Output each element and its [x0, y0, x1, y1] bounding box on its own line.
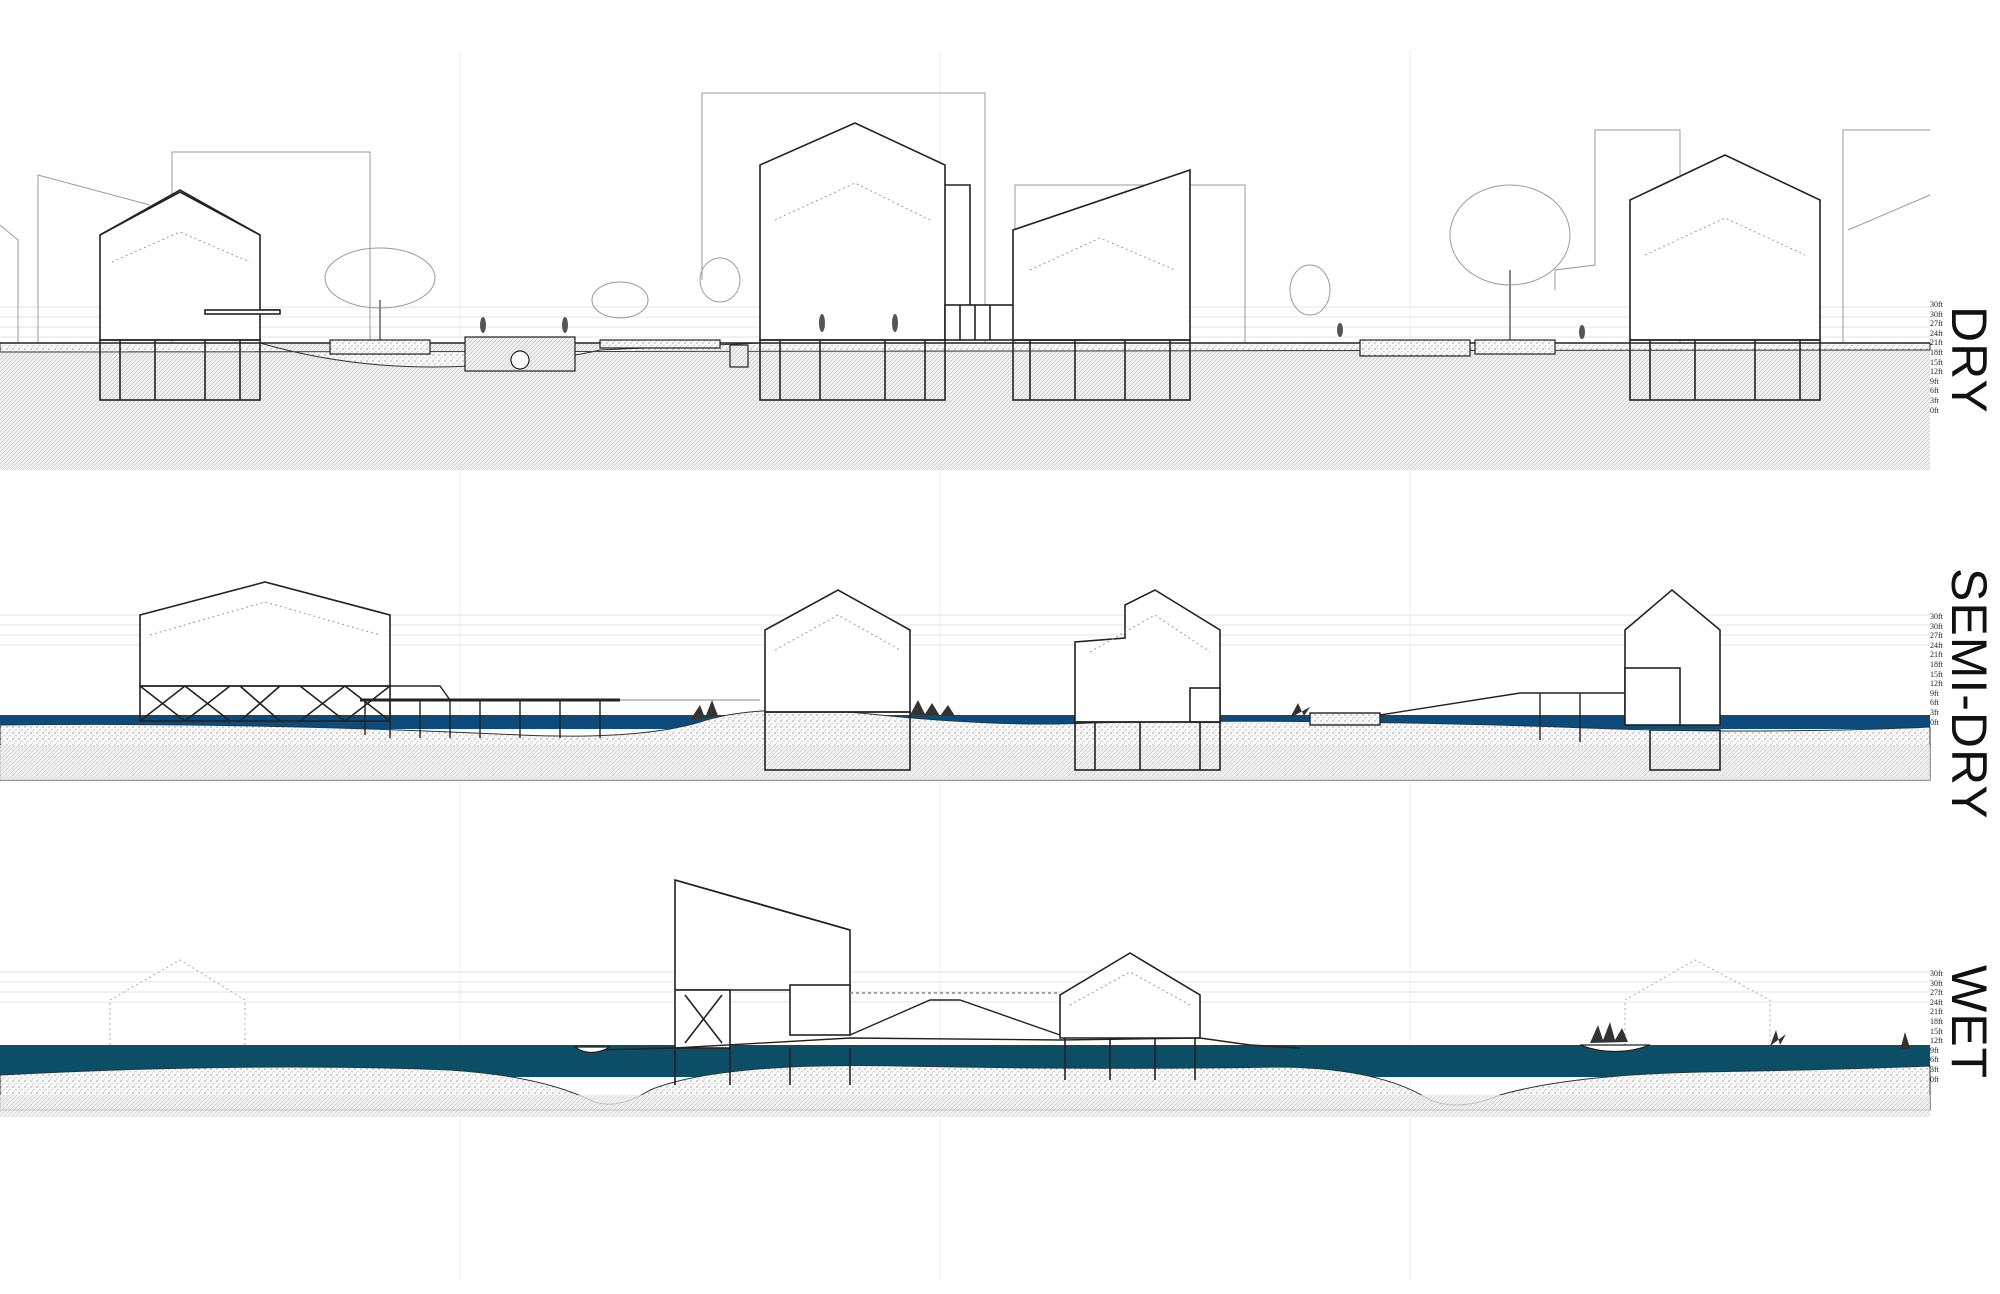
- scale-tick: 30ft: [1930, 621, 1943, 631]
- scale-tick: 30ft: [1930, 309, 1943, 319]
- wet-ghost-houses: [109, 959, 1771, 1045]
- scale-tick: 15ft: [1930, 1026, 1943, 1036]
- scale-tick: 21ft: [1930, 338, 1943, 348]
- scale-tick: 0ft: [1930, 405, 1939, 415]
- dry-landscape: [329, 336, 1556, 372]
- scale-tick: 15ft: [1930, 357, 1943, 367]
- wet-house-1: [674, 878, 851, 1085]
- dry-ground: [0, 343, 1930, 470]
- scale-tick: 12ft: [1930, 367, 1943, 377]
- scale-tick: 12ft: [1930, 1036, 1943, 1046]
- scale-tick: 6ft: [1930, 1055, 1939, 1065]
- scale-tick: 30ft: [1930, 969, 1943, 978]
- wet-walkway: [594, 992, 1301, 1051]
- scale-tick: 3ft: [1930, 707, 1939, 717]
- semi-dry-grasses: [690, 700, 1310, 720]
- scale-tick: 6ft: [1930, 386, 1939, 396]
- semi-dry-boardwalk: [360, 685, 760, 738]
- dry-house-3: [1012, 168, 1191, 401]
- scale-tick: 9ft: [1930, 688, 1939, 698]
- scale-tick: 18ft: [1930, 1016, 1943, 1026]
- scale-tick: 12ft: [1930, 679, 1943, 689]
- wet-scale: 30ft 30ft 27ft 24ft 21ft 18ft 15ft 12ft …: [1930, 969, 1943, 1084]
- scale-tick: 24ft: [1930, 640, 1943, 650]
- scale-tick: 30ft: [1930, 978, 1943, 988]
- section-title-semi-dry: SEMI-DRY: [1941, 568, 1997, 820]
- scale-tick: 3ft: [1930, 395, 1939, 405]
- scale-tick: 27ft: [1930, 319, 1943, 329]
- wet-house-2: [1059, 952, 1201, 1080]
- semi-dry-house-4: [1624, 588, 1721, 771]
- scale-tick: 18ft: [1930, 659, 1943, 669]
- dry-house-1: [99, 189, 281, 401]
- scale-tick: 0ft: [1930, 717, 1939, 727]
- dry-scale: 30ft 30ft 27ft 24ft 21ft 18ft 15ft 12ft …: [1930, 300, 1943, 415]
- scale-tick: 9ft: [1930, 376, 1939, 386]
- scale-tick: 21ft: [1930, 1007, 1943, 1017]
- wet-section: [0, 878, 1931, 1117]
- scale-tick: 3ft: [1930, 1064, 1939, 1074]
- dry-section: [0, 92, 1931, 470]
- dry-trees: [324, 184, 1571, 340]
- scale-tick: 21ft: [1930, 650, 1943, 660]
- dry-house-4: [1629, 154, 1821, 401]
- scale-tick: 30ft: [1930, 300, 1943, 309]
- scale-tick: 27ft: [1930, 631, 1943, 641]
- scale-tick: 24ft: [1930, 328, 1943, 338]
- scale-tick: 6ft: [1930, 698, 1939, 708]
- semi-dry-scale: 30ft 30ft 27ft 24ft 21ft 18ft 15ft 12ft …: [1930, 612, 1943, 727]
- wet-boats: [573, 1044, 1651, 1054]
- section-title-wet: WET: [1941, 965, 1997, 1080]
- scale-tick: 9ft: [1930, 1045, 1939, 1055]
- scale-tick: 27ft: [1930, 988, 1943, 998]
- scale-tick: 24ft: [1930, 997, 1943, 1007]
- scale-tick: 0ft: [1930, 1074, 1939, 1084]
- semi-dry-bridge: [1309, 692, 1700, 742]
- semi-dry-house-2: [764, 589, 911, 771]
- section-title-dry: DRY: [1941, 306, 1997, 414]
- wet-vegetation: [1590, 1022, 1910, 1050]
- dry-people: [480, 314, 1585, 339]
- scale-tick: 30ft: [1930, 612, 1943, 621]
- semi-dry-section: [0, 581, 1931, 781]
- semi-dry-house-1: [139, 581, 391, 722]
- semi-dry-house-3: [1074, 589, 1221, 771]
- scale-tick: 18ft: [1930, 347, 1943, 357]
- scale-tick: 15ft: [1930, 669, 1943, 679]
